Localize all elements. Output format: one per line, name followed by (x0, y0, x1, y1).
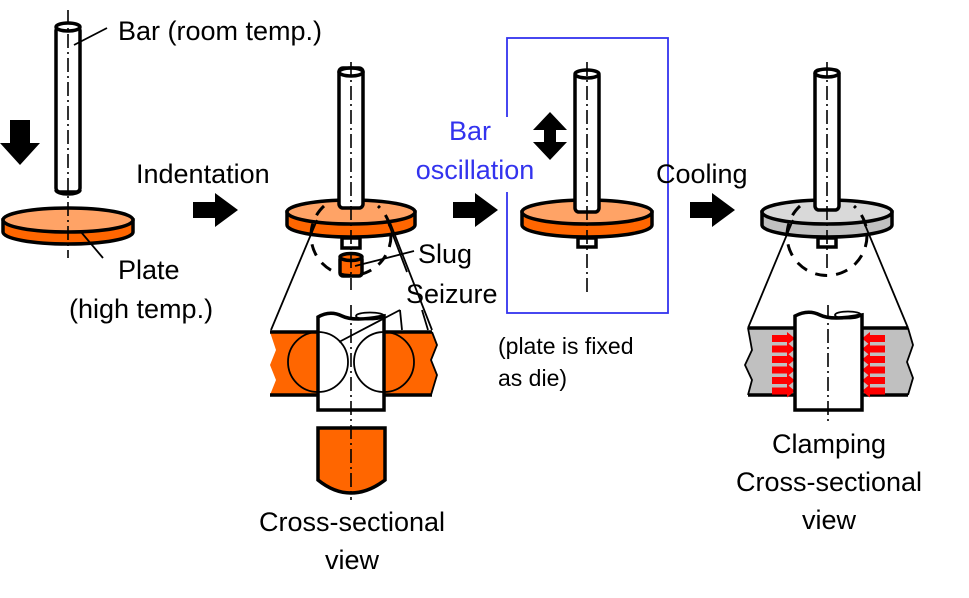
clamp-arrow-icon (772, 332, 795, 398)
slug-label: Slug (418, 239, 472, 269)
stage-cooling: Clamping Cross-sectional view (736, 62, 922, 535)
clamp-arrow-icon (862, 332, 885, 398)
stage-oscillation: Bar oscillation (plate is fixed as die) (404, 37, 669, 391)
clamp-arrow (772, 353, 795, 366)
clamp-arrow (862, 384, 885, 398)
down-arrow-icon (0, 120, 40, 165)
step-indentation-label: Indentation (136, 159, 270, 189)
cross-section-indentation (270, 305, 438, 500)
section1-label-2: view (325, 545, 380, 575)
cross-section-clamping (744, 305, 914, 425)
note-label-2: as die) (498, 365, 567, 391)
right-arrow-icon (690, 193, 735, 227)
step-cooling-label: Cooling (656, 159, 748, 189)
step-oscillation-label-2: oscillation (416, 155, 535, 185)
stage-indentation: Slug Seizure Cross-sectional (259, 62, 498, 575)
clamp-arrow (862, 374, 885, 387)
section2-label-1: Clamping (772, 429, 886, 459)
plate-temp-label: (high temp.) (69, 294, 213, 324)
note-label-1: (plate is fixed (498, 333, 634, 359)
stage-initial: Bar (room temp.) Plate (high temp.) (0, 10, 322, 324)
bar-label: Bar (room temp.) (118, 16, 322, 46)
plate-label: Plate (118, 255, 180, 285)
clamp-arrow (772, 363, 795, 377)
clamp-arrow (772, 384, 795, 398)
clamp-arrow (862, 363, 885, 377)
right-arrow-icon (193, 193, 238, 227)
detail-circle (309, 204, 393, 277)
section2-label-3: view (802, 505, 857, 535)
step-oscillation-label-1: Bar (449, 116, 491, 146)
double-vertical-arrow-icon (533, 112, 567, 160)
seizure-label: Seizure (406, 279, 498, 309)
clamp-arrow (862, 342, 885, 356)
section1-label-1: Cross-sectional (259, 507, 445, 537)
clamp-arrow (862, 332, 885, 345)
clamp-arrow (772, 332, 795, 345)
clamp-arrow (862, 353, 885, 366)
clamp-arrow (772, 374, 795, 387)
clamp-arrow (772, 342, 795, 356)
right-arrow-icon (453, 193, 498, 227)
section2-label-2: Cross-sectional (736, 467, 922, 497)
